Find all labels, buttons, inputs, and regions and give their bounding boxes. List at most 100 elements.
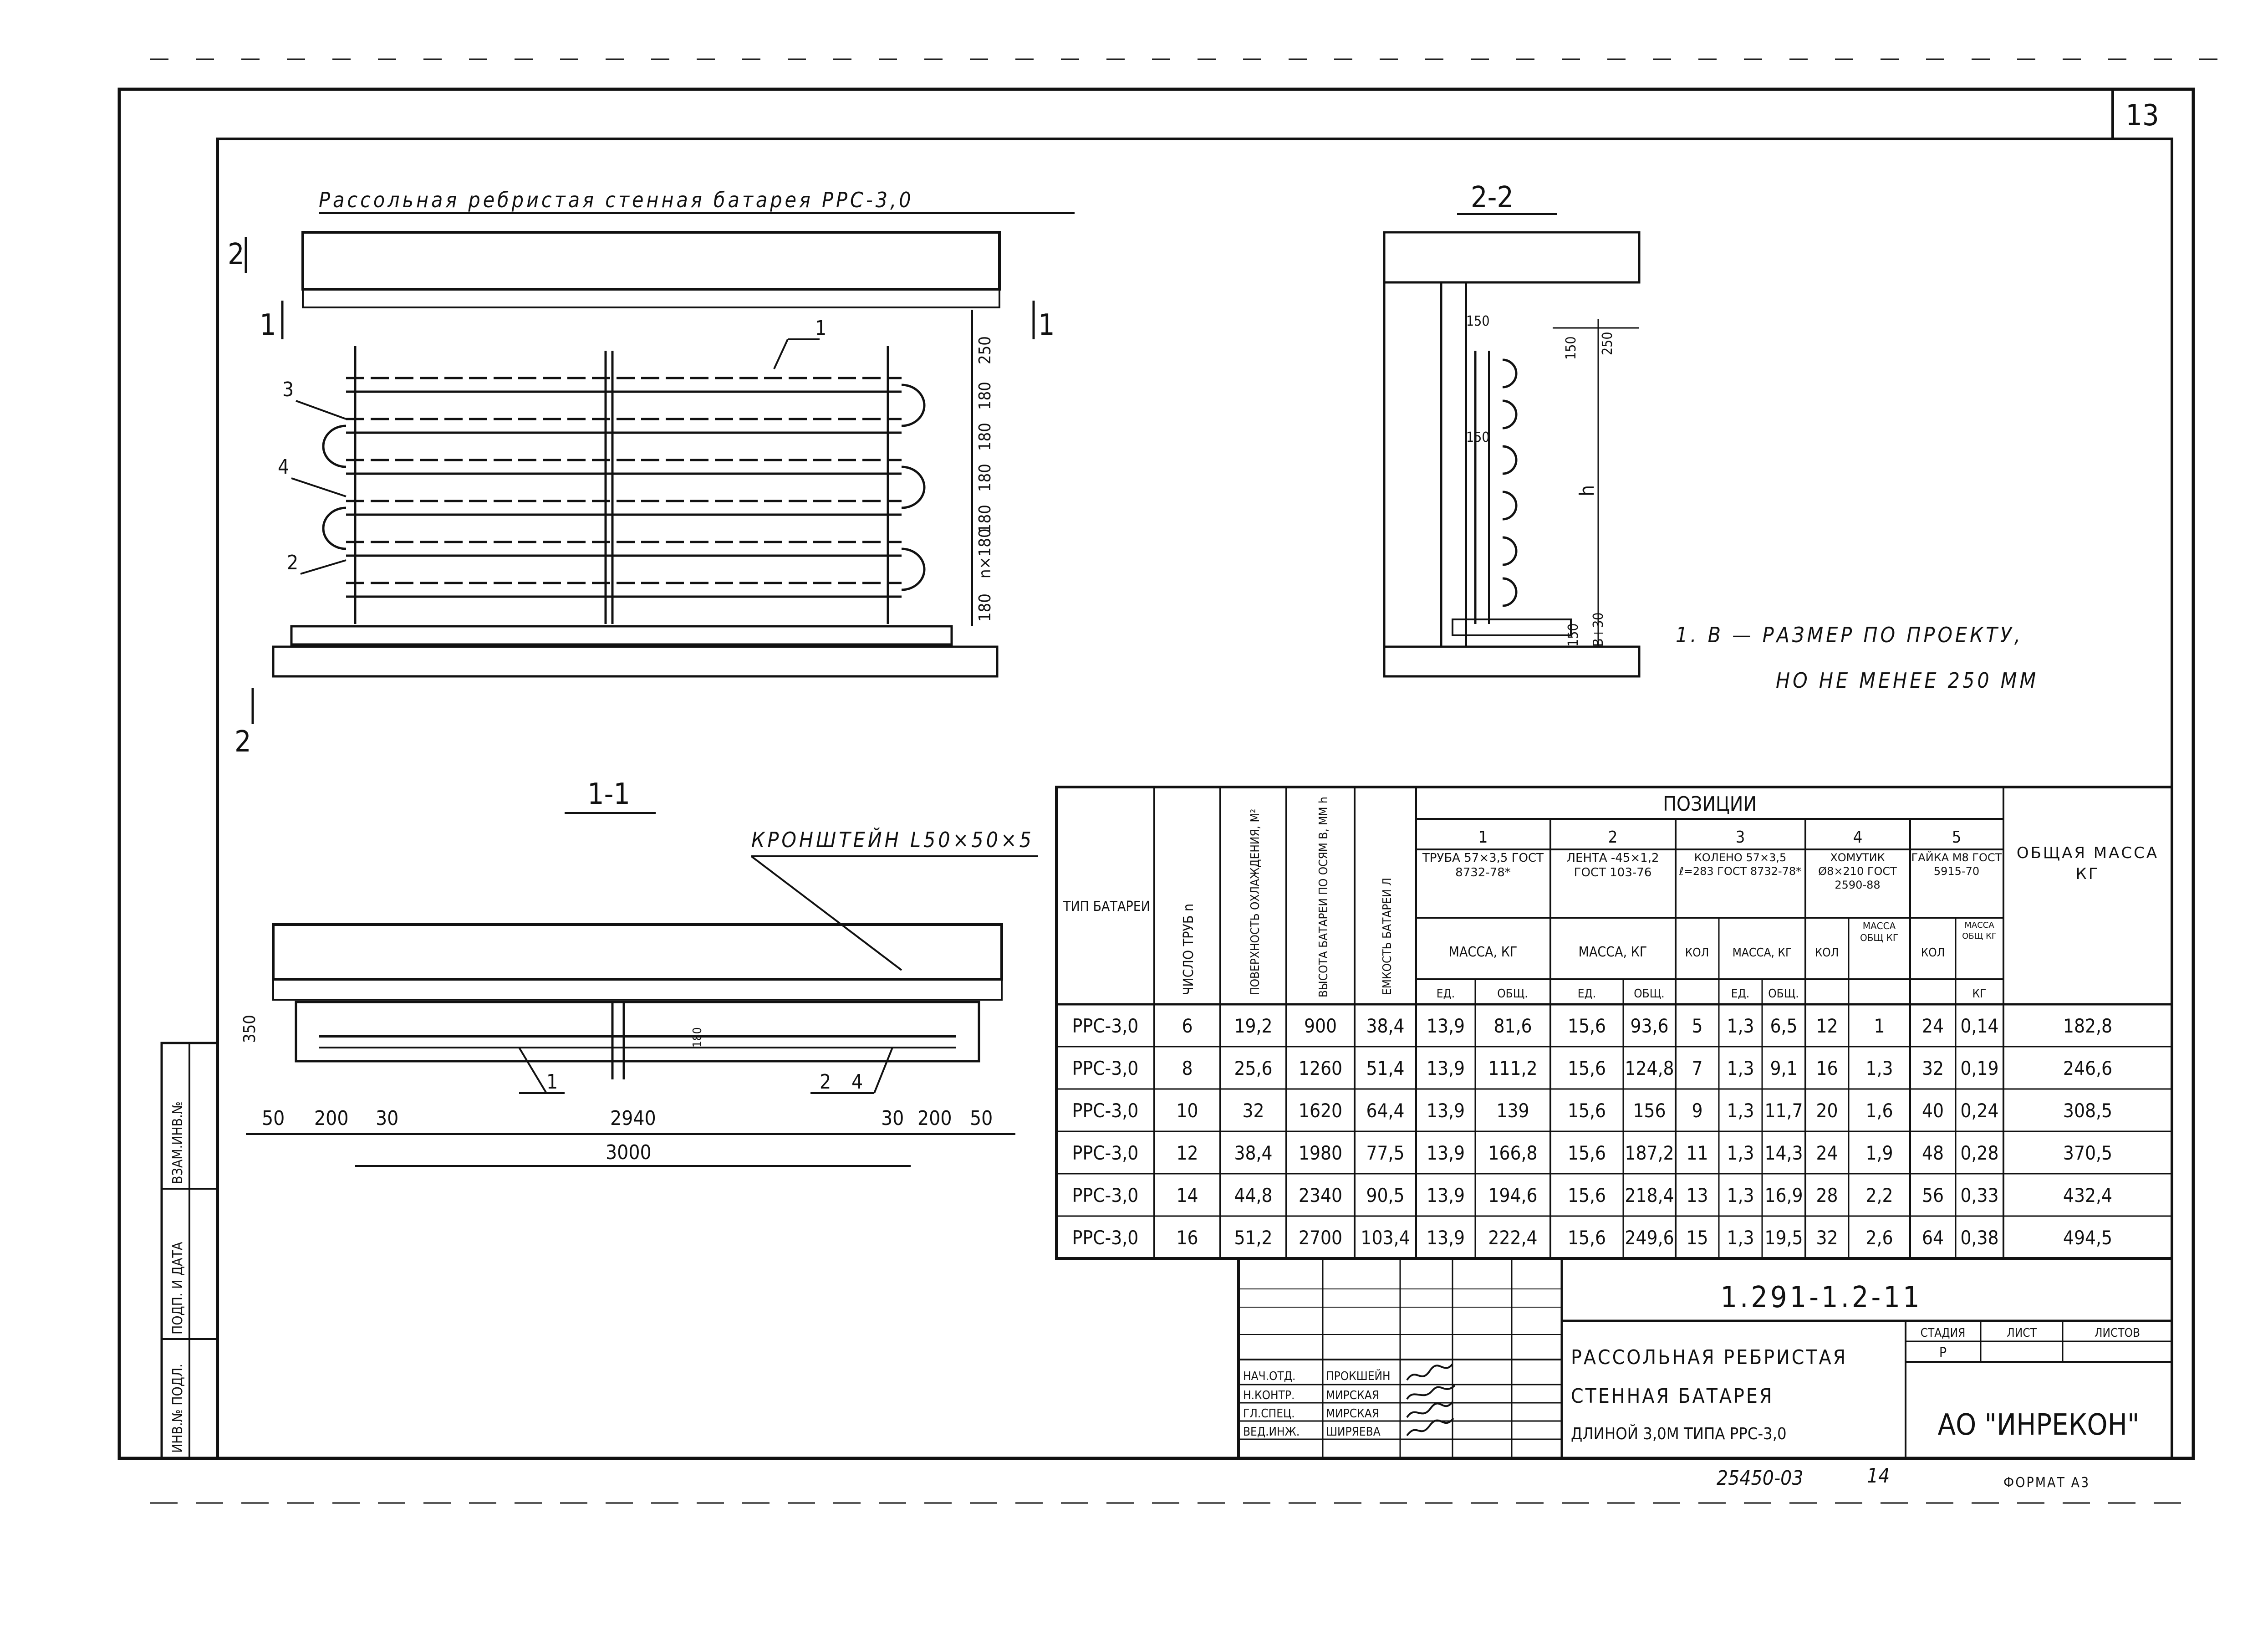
dim-r-0: 250 <box>976 336 994 364</box>
table-cell: 11 <box>1686 1142 1708 1164</box>
table-cell: 246,6 <box>2063 1057 2112 1079</box>
dim-total: 3000 <box>606 1141 652 1164</box>
th-ed-1: ЕД. <box>1437 987 1455 1001</box>
table-cell: 32 <box>1242 1099 1264 1122</box>
table-cell: 24 <box>1816 1142 1838 1164</box>
dim-b-4: 30 <box>881 1107 904 1130</box>
table-cell: 9 <box>1692 1099 1702 1122</box>
signer-role-0: НАЧ.ОТД. <box>1243 1370 1295 1383</box>
th-mass-total-4: МАССА ОБЩ КГ <box>1860 920 1899 943</box>
section-22-label: 2-2 <box>1471 181 1514 215</box>
dim-b-2: 30 <box>376 1107 398 1130</box>
table-cell: 13,9 <box>1427 1184 1465 1206</box>
table-cell: 5 <box>1692 1015 1702 1037</box>
th-pos-4: 4 <box>1853 828 1863 847</box>
table-cell: 13,9 <box>1427 1015 1465 1037</box>
table-cell: 124,8 <box>1625 1057 1674 1079</box>
signer-role-3: ВЕД.ИНЖ. <box>1243 1425 1300 1439</box>
doc-code: 1.291-1.2-11 <box>1720 1281 1922 1314</box>
table-cell: 81,6 <box>1493 1015 1532 1037</box>
table-cell: 432,4 <box>2063 1184 2112 1206</box>
table-cell: РРС-3,0 <box>1072 1227 1139 1249</box>
table-cell: 9,1 <box>1770 1057 1797 1079</box>
table-cell: 0,24 <box>1960 1099 1998 1122</box>
doc-title-line3: ДЛИНОЙ 3,0М ТИПА РРС-3,0 <box>1571 1424 1787 1443</box>
table-cell: 48 <box>1922 1142 1944 1164</box>
company-name: АО "ИНРЕКОН" <box>1938 1408 2140 1442</box>
dim-b-5: 200 <box>917 1107 952 1130</box>
table-cell: 16,9 <box>1764 1184 1803 1206</box>
table-cell: 900 <box>1304 1015 1337 1037</box>
th-kol-5: КОЛ <box>1921 946 1945 960</box>
note-line2: НО НЕ МЕНЕЕ 250 ММ <box>1776 668 2039 693</box>
table-cell: 222,4 <box>1488 1227 1537 1249</box>
th-mass-3: МАССА, КГ <box>1733 946 1792 960</box>
th-height: ВЫСОТА БАТАРЕИ ПО ОСЯМ В, ММ h <box>1317 797 1330 997</box>
table-cell: 8 <box>1182 1057 1193 1079</box>
dim-180-small: 180 <box>691 1027 704 1048</box>
th-mass-1: МАССА, КГ <box>1449 944 1518 960</box>
table-cell: 187,2 <box>1625 1142 1674 1164</box>
table-cell: РРС-3,0 <box>1072 1099 1139 1122</box>
table-cell: 0,19 <box>1960 1057 1998 1079</box>
table-cell: РРС-3,0 <box>1072 1142 1139 1164</box>
th-pos-name-3: КОЛЕНО 57×3,5 ℓ=283 ГОСТ 8732-78* <box>1679 851 1802 878</box>
signer-name-0: ПРОКШЕЙН <box>1326 1369 1391 1383</box>
table-cell: РРС-3,0 <box>1072 1057 1139 1079</box>
table-cell: 12 <box>1176 1142 1198 1164</box>
dim-b-0: 50 <box>262 1107 285 1130</box>
table-cell: 1,3 <box>1865 1057 1893 1079</box>
table-cell: 2340 <box>1299 1184 1342 1206</box>
table-cell: 1,3 <box>1727 1227 1754 1249</box>
section-11-view: 350 180 1 2 4 50 200 30 2940 30 200 50 3… <box>240 923 1015 1167</box>
th-pos-2: 2 <box>1608 828 1618 847</box>
callout-2: 2 <box>287 551 298 574</box>
table-cell: 15,6 <box>1568 1227 1606 1249</box>
th-kol-4: КОЛ <box>1815 946 1839 960</box>
th-capacity: ЕМКОСТЬ БАТАРЕИ Л <box>1381 878 1394 995</box>
th-n: ЧИСЛО ТРУБ n <box>1181 904 1197 995</box>
table-cell: 111,2 <box>1488 1057 1537 1079</box>
signer-name-2: МИРСКАЯ <box>1326 1407 1379 1421</box>
table-cell: 1,3 <box>1727 1184 1754 1206</box>
table-cell: 14 <box>1176 1184 1198 1206</box>
side-stamp: ИНВ.№ ПОДЛ. ПОДП. И ДАТА ВЗАМ.ИНВ.№ <box>160 1042 219 1460</box>
th-pos-5: 5 <box>1952 828 1962 847</box>
table-cell: 51,4 <box>1366 1057 1404 1079</box>
table-cell: 15,6 <box>1568 1099 1606 1122</box>
table-cell: 56 <box>1922 1184 1944 1206</box>
table-cell: 6,5 <box>1770 1015 1797 1037</box>
format-label: ФОРМАТ А3 <box>2003 1475 2090 1491</box>
th-kol-3: КОЛ <box>1685 946 1709 960</box>
signer-name-1: МИРСКАЯ <box>1326 1389 1379 1402</box>
dim2-h: h <box>1575 485 1599 496</box>
doc-title-line1: РАССОЛЬНАЯ РЕБРИСТАЯ <box>1571 1346 1847 1369</box>
table-cell: 14,3 <box>1764 1142 1803 1164</box>
table-cell: 12 <box>1816 1015 1838 1037</box>
table-cell: 156 <box>1633 1099 1666 1122</box>
cut-mark-1-left: 1 <box>260 308 276 342</box>
spec-table: ТИП БАТАРЕИ ЧИСЛО ТРУБ n ПОВЕРХНОСТЬ ОХЛ… <box>1055 786 2173 1260</box>
table-cell: 139 <box>1496 1099 1529 1122</box>
side-label-sign: ПОДП. И ДАТА <box>170 1242 186 1334</box>
th-obsh-2: ОБЩ. <box>1634 987 1664 1001</box>
archive-number: 25450-03 <box>1717 1467 1804 1490</box>
table-cell: 77,5 <box>1366 1142 1404 1164</box>
table-cell: 90,5 <box>1366 1184 1404 1206</box>
cut-mark-2-bottom: 2 <box>234 725 251 759</box>
th-kg-5: КГ <box>1972 987 1987 1001</box>
table-cell: 10 <box>1176 1099 1198 1122</box>
table-cell: 0,38 <box>1960 1227 1998 1249</box>
table-cell: 15,6 <box>1568 1015 1606 1037</box>
signer-role-1: Н.КОНТР. <box>1243 1389 1295 1402</box>
dim2-6: В+30 <box>1590 613 1606 647</box>
table-cell: 194,6 <box>1488 1184 1537 1206</box>
table-cell: 7 <box>1692 1057 1702 1079</box>
table-cell: 494,5 <box>2063 1227 2112 1249</box>
callout-2b: 2 <box>820 1070 831 1094</box>
table-cell: 19,2 <box>1234 1015 1272 1037</box>
th-ed-3: ЕД. <box>1731 987 1750 1001</box>
table-cell: 16 <box>1816 1057 1838 1079</box>
table-cell: 19,5 <box>1764 1227 1803 1249</box>
table-cell: 32 <box>1816 1227 1838 1249</box>
